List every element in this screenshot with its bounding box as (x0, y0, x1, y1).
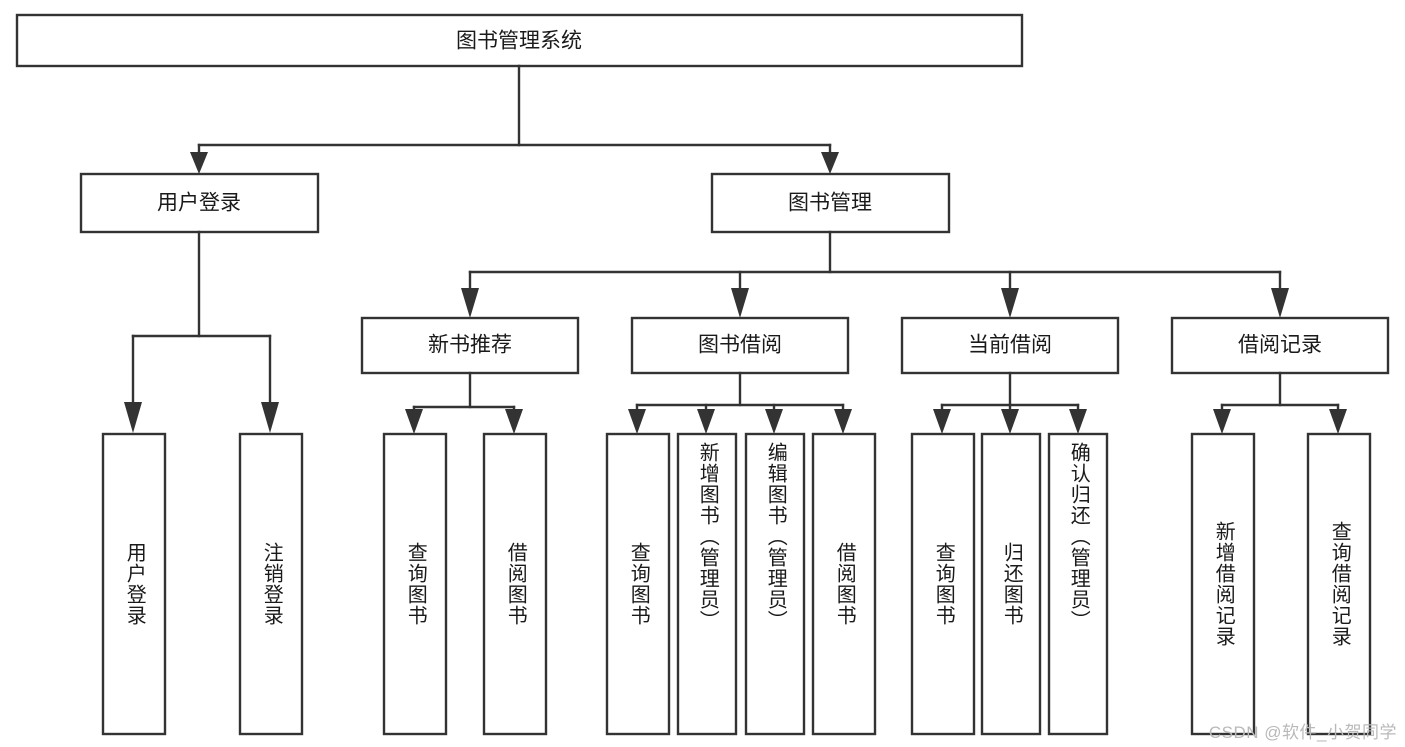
node-book-borrow-label: 图书借阅 (698, 334, 782, 357)
arrowhead-leaf-user-login (124, 402, 142, 433)
node-leaf-query-book-1-box[interactable] (382, 432, 448, 736)
node-leaf-query-book-3-box[interactable] (910, 432, 976, 736)
arrowhead-leaf-confirm-return (1069, 409, 1087, 434)
node-leaf-add-record-box[interactable] (1190, 432, 1256, 736)
node-leaf-user-login-box[interactable] (101, 432, 167, 736)
node-book-management[interactable]: 图书管理 (710, 172, 951, 234)
node-leaf-logout-box[interactable] (238, 432, 304, 736)
node-user-login-label: 用户登录 (157, 192, 241, 215)
arrowhead-current-borrow (1001, 288, 1019, 318)
node-leaf-borrow-book-1-box[interactable] (482, 432, 548, 736)
arrowhead-new-book-recommend (461, 288, 479, 318)
node-book-management-label: 图书管理 (788, 192, 872, 215)
arrowhead-leaf-query-book-1 (405, 409, 423, 434)
arrowhead-book-borrow (731, 288, 749, 318)
node-leaf-edit-book-box[interactable] (744, 432, 806, 736)
node-current-borrow[interactable]: 当前借阅 (900, 316, 1120, 375)
node-new-book-recommend-box (360, 316, 580, 375)
node-root-label: 图书管理系统 (456, 30, 582, 53)
arrowhead-book-management (821, 152, 839, 174)
node-root[interactable]: 图书管理系统 (15, 13, 1024, 68)
node-leaf-borrow-book-2-box[interactable] (811, 432, 877, 736)
node-book-borrow[interactable]: 图书借阅 (630, 316, 850, 375)
arrowhead-leaf-return-book (1001, 409, 1019, 434)
arrowhead-leaf-borrow-book-2 (834, 409, 852, 434)
node-book-management-box (710, 172, 951, 234)
arrowhead-user-login (190, 152, 208, 174)
node-borrow-record[interactable]: 借阅记录 (1170, 316, 1390, 375)
node-current-borrow-box (900, 316, 1120, 375)
arrowhead-leaf-add-record (1213, 409, 1231, 434)
node-borrow-record-label: 借阅记录 (1238, 334, 1322, 357)
arrowhead-leaf-borrow-book-1 (505, 409, 523, 434)
arrowhead-leaf-add-book (697, 409, 715, 434)
arrowhead-leaf-logout (261, 402, 279, 433)
arrowhead-leaf-edit-book (765, 409, 783, 434)
node-new-book-recommend[interactable]: 新书推荐 (360, 316, 580, 375)
node-root-box (15, 13, 1024, 68)
node-borrow-record-box (1170, 316, 1390, 375)
node-leaf-add-book-box[interactable] (676, 432, 738, 736)
node-new-book-recommend-label: 新书推荐 (428, 334, 512, 357)
arrowhead-leaf-query-book-3 (933, 409, 951, 434)
node-book-borrow-box (630, 316, 850, 375)
node-leaf-confirm-return-box[interactable] (1047, 432, 1109, 736)
node-leaf-return-book-box[interactable] (980, 432, 1042, 736)
csdn-watermark: CSDN @软件_小贺同学 (1208, 723, 1397, 742)
arrowhead-borrow-record (1271, 288, 1289, 318)
arrowhead-leaf-query-record (1329, 409, 1347, 434)
node-leaf-query-book-2-box[interactable] (605, 432, 671, 736)
arrowhead-leaf-query-book-2 (628, 409, 646, 434)
node-leaf-query-record-box[interactable] (1306, 432, 1372, 736)
node-current-borrow-label: 当前借阅 (968, 334, 1052, 357)
node-user-login[interactable]: 用户登录 (79, 172, 320, 234)
